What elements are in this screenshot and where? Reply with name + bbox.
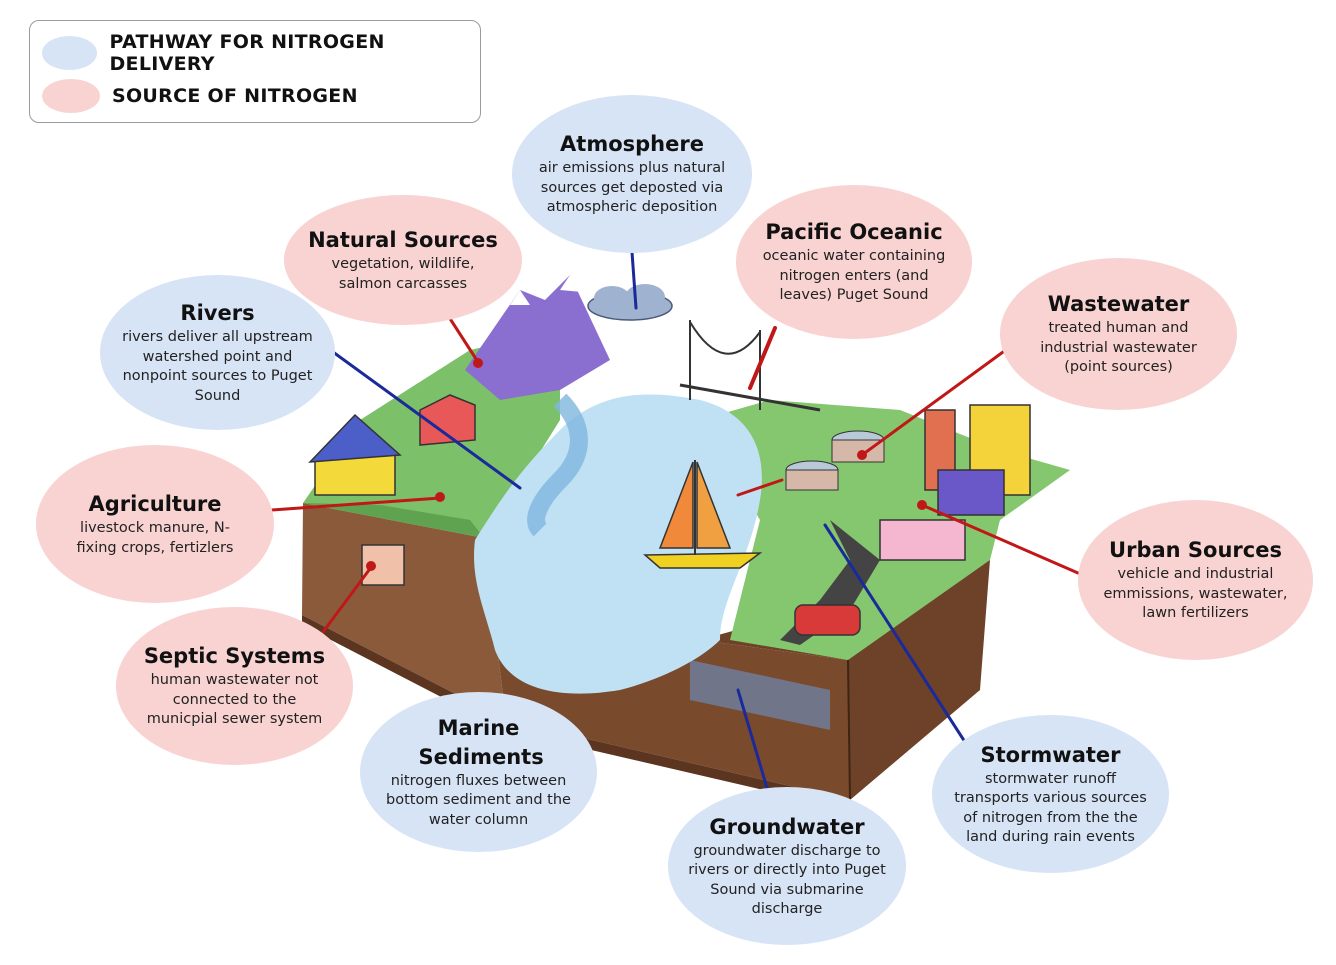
callout-title: Rivers xyxy=(180,301,255,325)
callout-title: Marine Sediments xyxy=(418,715,544,769)
callout-title: Natural Sources xyxy=(308,228,498,252)
city-buildings xyxy=(879,404,1031,561)
suspension-bridge xyxy=(679,320,821,412)
cloud xyxy=(587,284,673,321)
callout-title: Groundwater xyxy=(709,814,865,839)
callout-septic-systems: Septic Systems human wastewater not conn… xyxy=(116,607,353,765)
callout-desc: livestock manure, N-fixing crops, fertiz… xyxy=(76,520,234,556)
callout-title: Pacific Oceanic xyxy=(765,220,943,245)
callout-rivers: Rivers rivers deliver all upstream water… xyxy=(100,275,335,430)
callout-natural-sources: Natural Sources vegetation, wildlife, sa… xyxy=(284,195,522,325)
callout-desc: rivers deliver all upstream watershed po… xyxy=(122,329,313,404)
callout-pacific-oceanic: Pacific Oceanic oceanic water containing… xyxy=(736,185,972,339)
callout-desc: nitrogen fluxes between bottom sediment … xyxy=(386,772,571,828)
callout-atmosphere: Atmosphere air emissions plus natural so… xyxy=(512,95,752,253)
callout-desc: vehicle and industrial emmissions, waste… xyxy=(1103,566,1288,622)
callout-desc: air emissions plus natural sources get d… xyxy=(538,160,726,216)
callout-desc: human wastewater not connected to the mu… xyxy=(146,672,323,728)
callout-title: Agriculture xyxy=(88,492,222,516)
callout-title: Septic Systems xyxy=(143,644,326,669)
legend: PATHWAY FOR NITROGEN DELIVERY SOURCE OF … xyxy=(29,20,481,123)
groundwater-layer xyxy=(690,660,830,730)
legend-label-pathway: PATHWAY FOR NITROGEN DELIVERY xyxy=(109,31,385,75)
leader-dots xyxy=(366,358,927,571)
callout-desc: treated human and industrial wastewater … xyxy=(1040,320,1197,376)
legend-label-source: SOURCE OF NITROGEN xyxy=(112,85,358,107)
callout-desc: groundwater discharge to rivers or direc… xyxy=(688,842,886,918)
car xyxy=(794,604,861,636)
callout-groundwater: Groundwater groundwater discharge to riv… xyxy=(668,787,906,945)
callout-desc: vegetation, wildlife, salmon carcasses xyxy=(331,256,475,292)
callout-desc: oceanic water containing nitrogen enters… xyxy=(762,248,946,304)
callout-wastewater: Wastewater treated human and industrial … xyxy=(1000,258,1237,410)
farm-house xyxy=(308,413,402,496)
treatment-tanks xyxy=(785,430,885,491)
callout-urban-sources: Urban Sources vehicle and industrial emm… xyxy=(1078,500,1313,660)
callout-marine-sediments: Marine Sediments nitrogen fluxes between… xyxy=(360,692,597,852)
callout-desc: stormwater runoff transports various sou… xyxy=(954,770,1147,846)
legend-item-source: SOURCE OF NITROGEN xyxy=(42,78,358,114)
mountain xyxy=(465,275,610,400)
callout-agriculture: Agriculture livestock manure, N-fixing c… xyxy=(36,445,274,603)
sailboat xyxy=(643,460,763,569)
legend-item-pathway: PATHWAY FOR NITROGEN DELIVERY xyxy=(42,31,480,75)
callout-stormwater: Stormwater stormwater runoff transports … xyxy=(932,715,1169,873)
leader-lines xyxy=(270,250,1080,790)
callout-title: Atmosphere xyxy=(560,132,704,157)
callout-title: Wastewater xyxy=(1047,292,1190,317)
source-swatch xyxy=(42,79,100,113)
pathway-swatch xyxy=(42,36,98,70)
callout-title: Stormwater xyxy=(980,742,1121,767)
barn xyxy=(419,394,476,446)
callout-title: Urban Sources xyxy=(1109,538,1282,563)
